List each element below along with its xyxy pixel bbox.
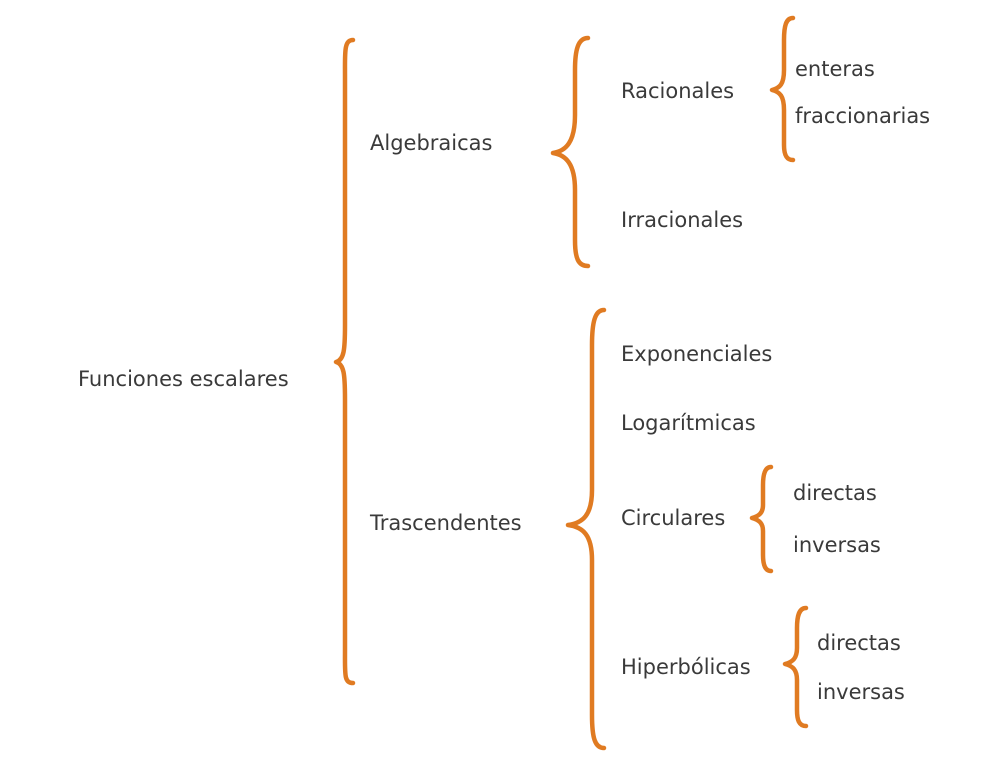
label-exponenciales: Exponenciales: [621, 342, 773, 366]
label-hiperbolicas-directas: directas: [817, 631, 901, 655]
label-irracionales: Irracionales: [621, 208, 744, 232]
label-circulares-directas: directas: [793, 481, 877, 505]
label-trascendentes: Trascendentes: [370, 511, 522, 535]
brace-circulares: [749, 464, 774, 574]
label-circulares: Circulares: [621, 506, 726, 530]
label-circulares-inversas: inversas: [793, 533, 881, 557]
label-racionales: Racionales: [621, 79, 735, 103]
label-hiperbolicas: Hiperbólicas: [621, 655, 751, 679]
brace-algebraicas: [550, 35, 591, 269]
brace-hiperbolicas: [782, 605, 809, 729]
label-algebraicas: Algebraicas: [370, 131, 493, 155]
label-enteras: enteras: [795, 57, 875, 81]
brace-funciones-escalares: [333, 37, 356, 686]
label-hiperbolicas-inversas: inversas: [817, 680, 905, 704]
brace-trascendentes: [565, 307, 607, 751]
label-fraccionarias: fraccionarias: [795, 104, 931, 128]
label-funciones-escalares: Funciones escalares: [78, 367, 289, 391]
label-logaritmicas: Logarítmicas: [621, 411, 756, 435]
brace-racionales: [769, 15, 796, 163]
